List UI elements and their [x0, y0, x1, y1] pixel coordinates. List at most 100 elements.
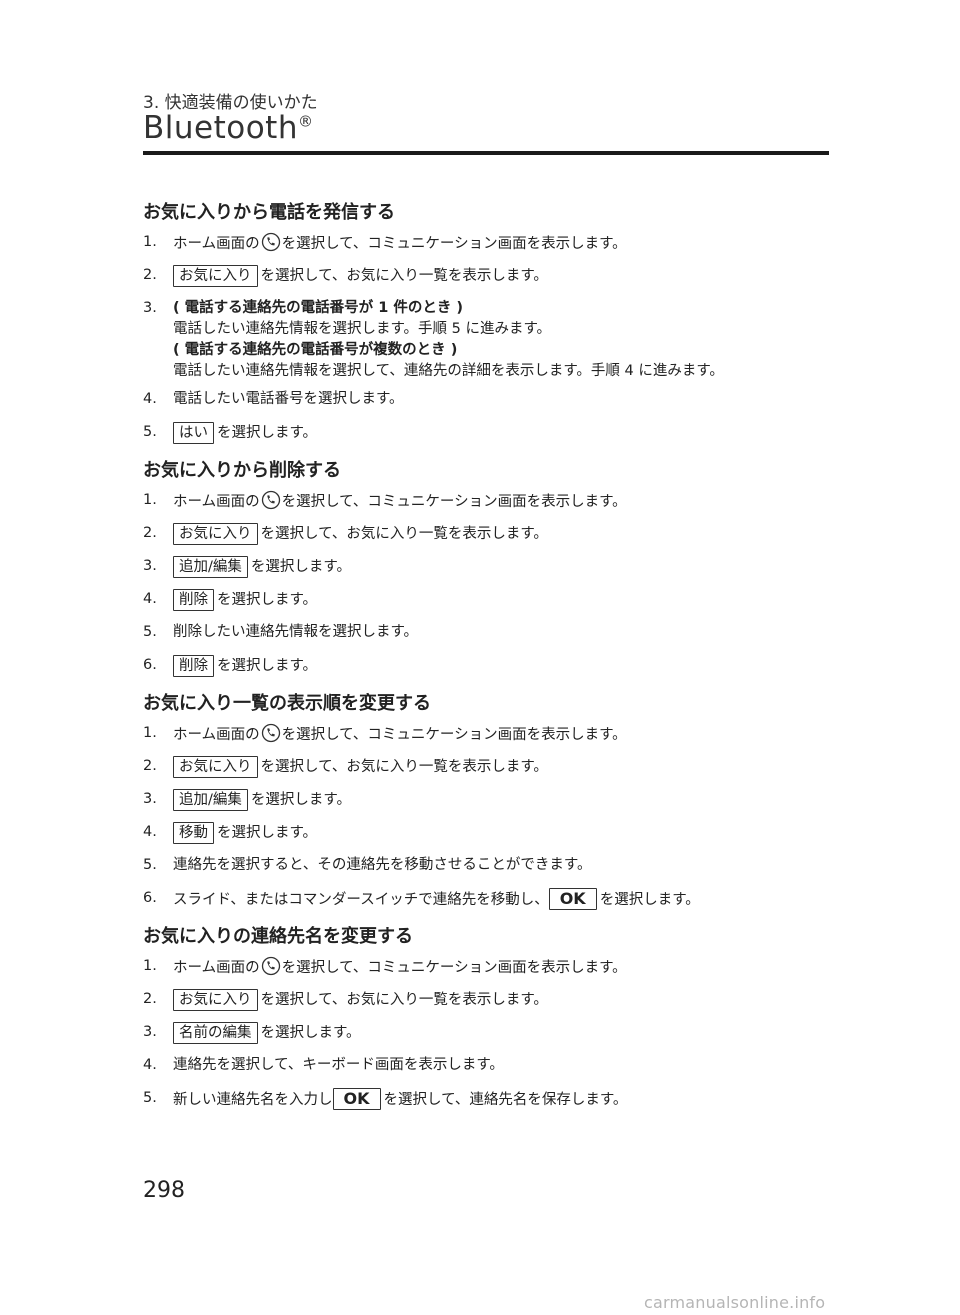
step-text: ホーム画面の を選択して、コミュニケーション画面を表示します。 — [173, 956, 833, 979]
step-text-pre: スライド、またはコマンダースイッチで連絡先を移動し、 — [173, 892, 549, 908]
step-text: はいを選択します。 — [173, 422, 833, 444]
step-number: 2. — [143, 525, 157, 541]
step-text: 連絡先を選択して、キーボード画面を表示します。 — [173, 1057, 504, 1073]
step-number: 5. — [143, 1090, 157, 1106]
move-button[interactable]: 移動 — [173, 822, 214, 844]
step-number: 2. — [143, 758, 157, 774]
step: 3. 追加/編集を選択します。 — [143, 556, 833, 582]
step-text: ホーム画面のを選択して、コミュニケーション画面を表示します。 — [173, 723, 833, 746]
step: 5. はいを選択します。 — [143, 422, 833, 448]
delete-button[interactable]: 削除 — [173, 655, 214, 677]
step-text: 追加/編集を選択します。 — [173, 556, 833, 578]
step-text-post: を選択して、お気に入り一覧を表示します。 — [260, 759, 548, 775]
section-heading: お気に入りから削除する — [143, 460, 341, 481]
step-text: ホーム画面のを選択して、コミュニケーション画面を表示します。 — [173, 490, 833, 513]
ok-button[interactable]: OK — [332, 1088, 381, 1110]
step-text: 電話したい電話番号を選択します。 — [173, 391, 404, 407]
phone-icon — [261, 490, 281, 510]
step-number: 1. — [143, 725, 157, 741]
page-number: 298 — [143, 1178, 185, 1203]
section-heading: お気に入りから電話を発信する — [143, 202, 395, 223]
step-text-pre: ホーム画面の — [173, 960, 260, 976]
chapter-label: 3. 快適装備の使いかた — [143, 93, 318, 113]
step-text: 名前の編集を選択します。 — [173, 1022, 833, 1044]
step-list: 1. ホーム画面のを選択して、コミュニケーション画面を表示します。 2. お気に… — [143, 490, 833, 681]
step-number: 3. — [143, 300, 157, 316]
step: 5. 削除したい連絡先情報を選択します。 — [143, 622, 833, 648]
step-text: お気に入りを選択して、お気に入り一覧を表示します。 — [173, 265, 833, 287]
watermark: carmanualsonline.info — [644, 1293, 826, 1312]
step-number: 5. — [143, 424, 157, 440]
add-edit-button[interactable]: 追加/編集 — [173, 789, 248, 811]
step: 2. お気に入りを選択して、お気に入り一覧を表示します。 — [143, 265, 833, 291]
ok-button[interactable]: OK — [548, 888, 597, 910]
condition-heading: ( 電話する連絡先の電話番号が 1 件のとき ) — [173, 300, 464, 316]
step-number: 2. — [143, 267, 157, 283]
step-text-post: を選択して、お気に入り一覧を表示します。 — [260, 526, 548, 542]
content: お気に入りから電話を発信する 1. ホーム画面のを選択して、コミュニケーション画… — [143, 198, 833, 1122]
step-number: 1. — [143, 234, 157, 250]
step-text: 追加/編集を選択します。 — [173, 789, 833, 811]
step-text: 削除を選択します。 — [173, 655, 833, 677]
step-text-post: を選択します。 — [599, 892, 700, 908]
section-delete-favorite: お気に入りから削除する 1. ホーム画面のを選択して、コミュニケーション画面を表… — [143, 456, 833, 681]
step-number: 4. — [143, 591, 157, 607]
step: 4. 電話したい電話番号を選択します。 — [143, 389, 833, 415]
step-text-post: を選択します。 — [250, 559, 351, 575]
step: 4. 連絡先を選択して、キーボード画面を表示します。 — [143, 1055, 833, 1081]
step-text: お気に入りを選択して、お気に入り一覧を表示します。 — [173, 989, 833, 1011]
step-number: 3. — [143, 1024, 157, 1040]
phone-icon — [261, 232, 281, 252]
favorites-button[interactable]: お気に入り — [173, 756, 258, 778]
step: 2. お気に入りを選択して、お気に入り一覧を表示します。 — [143, 989, 833, 1015]
favorites-button[interactable]: お気に入り — [173, 989, 258, 1011]
step-number: 3. — [143, 791, 157, 807]
step-text-post: を選択します。 — [217, 425, 318, 441]
step-number: 5. — [143, 857, 157, 873]
step-text-post: を選択して、連絡先名を保存します。 — [383, 1092, 628, 1108]
step: 1. ホーム画面のを選択して、コミュニケーション画面を表示します。 — [143, 490, 833, 516]
step-number: 2. — [143, 991, 157, 1007]
edit-name-button[interactable]: 名前の編集 — [173, 1022, 258, 1044]
step: 3. ( 電話する連絡先の電話番号が 1 件のとき ) 電話したい連絡先情報を選… — [143, 298, 833, 382]
step: 2. お気に入りを選択して、お気に入り一覧を表示します。 — [143, 756, 833, 782]
condition-text: 電話したい連絡先情報を選択します。手順 5 に進みます。 — [173, 321, 552, 337]
step-number: 5. — [143, 624, 157, 640]
step-text: お気に入りを選択して、お気に入り一覧を表示します。 — [173, 756, 833, 778]
step-text-post: を選択して、お気に入り一覧を表示します。 — [260, 268, 548, 284]
yes-button[interactable]: はい — [173, 422, 214, 444]
condition-heading: ( 電話する連絡先の電話番号が複数のとき ) — [173, 342, 458, 358]
step: 5. 連絡先を選択すると、その連絡先を移動させることができます。 — [143, 855, 833, 881]
section-heading: お気に入り一覧の表示順を変更する — [143, 693, 431, 714]
favorites-button[interactable]: お気に入り — [173, 523, 258, 545]
title-text: Bluetooth — [143, 110, 298, 146]
step-number: 1. — [143, 958, 157, 974]
step-text-post: を選択して、コミュニケーション画面を表示します。 — [281, 960, 627, 976]
phone-icon — [261, 956, 281, 976]
section-call-favorite: お気に入りから電話を発信する 1. ホーム画面の を選択して、コミュニケーション画… — [143, 198, 833, 448]
step-text-pre: ホーム画面の — [173, 236, 260, 252]
step-text-post: を選択して、コミュニケーション画面を表示します。 — [281, 494, 627, 510]
step-list: 1. ホーム画面の を選択して、コミュニケーション画面を表示します。 2. お気に… — [143, 232, 833, 448]
step-text: ホーム画面の を選択して、コミュニケーション画面を表示します。 — [173, 232, 833, 255]
step: 4. 削除を選択します。 — [143, 589, 833, 615]
delete-button[interactable]: 削除 — [173, 589, 214, 611]
step-number: 4. — [143, 1057, 157, 1073]
step-list: 1. ホーム画面の を選択して、コミュニケーション画面を表示します。 2. お気に… — [143, 956, 833, 1114]
step: 1. ホーム画面の を選択して、コミュニケーション画面を表示します。 — [143, 232, 833, 258]
step: 2. お気に入りを選択して、お気に入り一覧を表示します。 — [143, 523, 833, 549]
step-text-post: を選択して、コミュニケーション画面を表示します。 — [281, 236, 627, 252]
registered-mark: ® — [298, 112, 314, 131]
add-edit-button[interactable]: 追加/編集 — [173, 556, 248, 578]
step-text: 削除したい連絡先情報を選択します。 — [173, 624, 419, 640]
step-number: 4. — [143, 391, 157, 407]
step-text-pre: 新しい連絡先名を入力し — [173, 1092, 333, 1108]
step-number: 6. — [143, 657, 157, 673]
step: 1. ホーム画面の を選択して、コミュニケーション画面を表示します。 — [143, 956, 833, 982]
favorites-button[interactable]: お気に入り — [173, 265, 258, 287]
step: 3. 追加/編集を選択します。 — [143, 789, 833, 815]
step-text-post: を選択します。 — [217, 825, 318, 841]
